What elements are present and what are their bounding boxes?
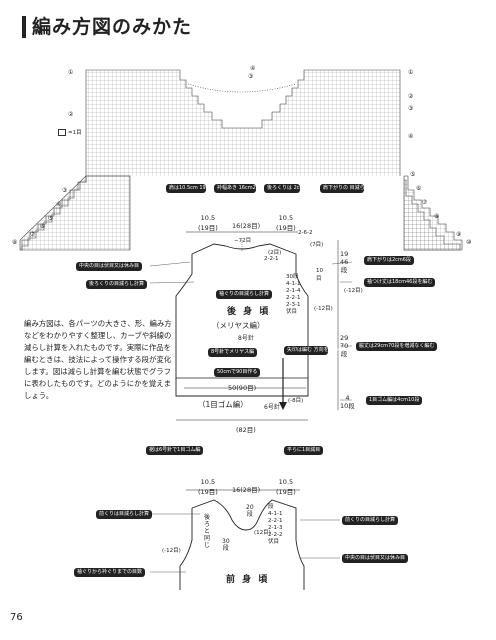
front-rows: (12目) (254, 530, 271, 536)
tag-center-bindoff: 中央の目は伏目又は休み目 (76, 262, 143, 271)
back-shoulder: (2目) (268, 250, 282, 256)
tag-arrow-direction: 矢印は編む 方向を表わす (284, 346, 344, 355)
marker-4: ④ (56, 201, 61, 208)
back-neck-calc: 2-6-2 (298, 230, 313, 236)
tag-armhole-to-neck: 袖ぐりから衿ぐりまでの目数 (74, 568, 146, 577)
grid-square-icon (58, 129, 66, 136)
back-rib-title: （1目ゴム編） (198, 400, 248, 409)
marker-2: ② (68, 111, 74, 118)
marker-11: ③ (408, 105, 413, 112)
marker-10: ② (408, 93, 414, 100)
back-neck-calc2: −72目 (234, 238, 252, 244)
back-top-right: 10.5(19目) (276, 214, 296, 232)
front-body-outline (179, 499, 305, 590)
tag-front-neck-calc: 前くりの目減らし計算 (342, 516, 399, 525)
tag-front-neck: 前くりは目減らし計算 (96, 510, 153, 519)
back-subtitle: （メリヤス編） (212, 321, 265, 330)
tag-armhole-length: 袖つけ丈は18cm46段を編む (364, 278, 436, 287)
tag-rib-length: 1目ゴム編は4cm10段 (366, 396, 423, 405)
marker-8: ⑧ (12, 239, 17, 246)
marker-9: ① (408, 69, 413, 76)
page-number: 76 (10, 612, 23, 623)
back-bottom: (82目) (236, 426, 256, 434)
marker-16: ⑧ (434, 213, 439, 220)
front-top-mid: 16(28目) (232, 486, 261, 494)
front-top-right: 10.5(19目) (276, 478, 296, 496)
tag-front-center-bindoff: 中央の目は伏目又は休み目 (342, 554, 409, 563)
marker-7: ⑦ (30, 231, 36, 238)
tag-neck-width: 衿幅あき 16cm28目 (214, 184, 264, 193)
tag-shoulder-drop: 肩下がりは2cm6段 (364, 256, 414, 265)
back-top-mid: 16(28目) (232, 222, 261, 230)
tag-cast-on: 50cmで90目作る (214, 368, 261, 377)
marker-18: ⑩ (466, 239, 471, 246)
marker-top-4: ④ (250, 65, 255, 72)
back-right-dims2: (-12目) (344, 288, 363, 294)
marker-top-3: ③ (248, 73, 253, 80)
tag-hem-rib: 裾は6号針で1目ゴム編 (146, 446, 204, 455)
back-side-label: 10目 (316, 268, 323, 282)
marker-6: ⑥ (40, 223, 45, 230)
back-title: 後 身 頃 (227, 307, 271, 317)
marker-5: ⑤ (48, 215, 53, 222)
page-title: 編み方図のみかた (22, 16, 192, 38)
marker-3: ③ (62, 187, 67, 194)
marker-1: ① (68, 69, 73, 76)
tag-armhole-calc: 袖ぐりの目減らし計算 (216, 290, 273, 299)
back-body-outline (175, 243, 309, 397)
legend-label: =1目 (68, 130, 82, 136)
back-width: 50(90目) (228, 384, 257, 392)
front-title: 前 身 頃 (226, 575, 270, 585)
tag-needle-stockinette: 8号針でメリヤス編 (208, 348, 258, 357)
tag-back-neck-calc: 後ろくりの目減らし計算 (86, 280, 148, 289)
marker-14: ⑥ (416, 185, 421, 192)
description-paragraph: 編み方図は、各パーツの大きさ、形、編み方などをわかりやすく整理し、カーブや斜線の… (24, 319, 172, 400)
marker-15: ⑦ (422, 199, 428, 206)
tag-shoulder-width: 肩は10.5cm 19目 (166, 184, 211, 193)
back-shoulder-calc: 2-2-1 (264, 256, 279, 262)
tag-decrease: 平らに1目減目 (284, 446, 324, 455)
marker-13: ⑤ (410, 171, 415, 178)
tag-shoulder-slope: 肩下がりの 目減らし計算 (320, 184, 380, 193)
tag-side-length: 脇丈は29cm70段を増減なく編む (356, 342, 438, 351)
legend: =1目 (58, 128, 82, 136)
front-side-rows: (-12目) (162, 548, 181, 554)
back-rib-needle: 6号針 (264, 404, 280, 411)
back-neck-note: (7目) (310, 242, 324, 248)
back-rib-rows: (-8目) (288, 398, 304, 404)
marker-17: ⑨ (456, 231, 461, 238)
marker-12: ④ (408, 133, 413, 140)
back-armhole-rows: (-12目) (314, 306, 333, 312)
tag-back-neck: 後ろくりは 2cm6段 (264, 184, 313, 193)
back-top-left: 10.5(19目) (198, 214, 218, 232)
back-needle: 8号針 (238, 335, 254, 342)
front-top-left: 10.5(19目) (198, 478, 218, 496)
front-side-label: 後ろと同じ (204, 514, 211, 549)
